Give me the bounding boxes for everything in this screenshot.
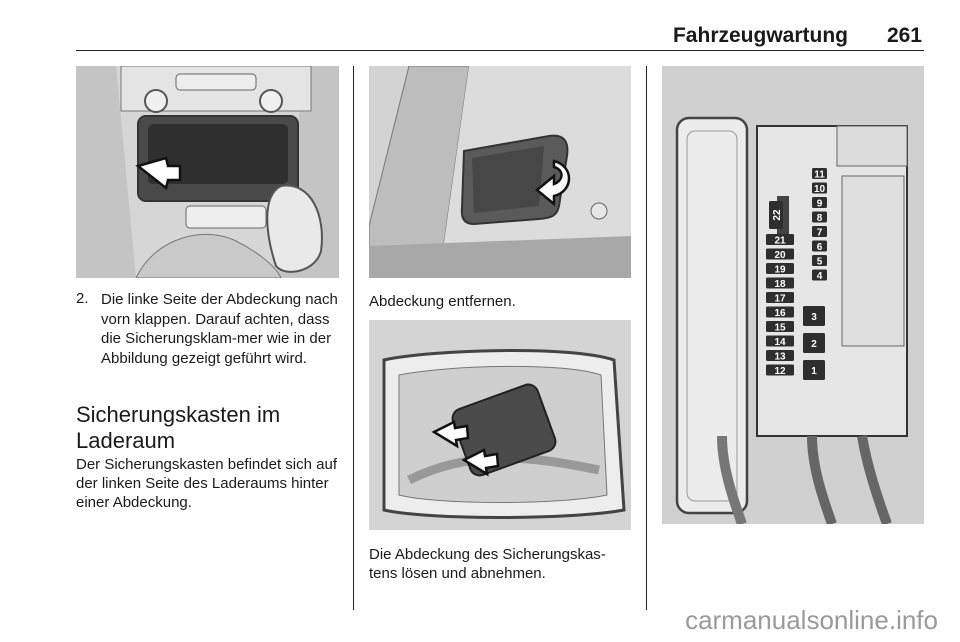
svg-text:3: 3 [811, 312, 817, 323]
svg-text:9: 9 [817, 199, 823, 210]
fuse-14: 14 [766, 335, 794, 348]
fuse-16: 16 [766, 306, 794, 319]
fuse-3: 3 [803, 306, 825, 326]
svg-text:18: 18 [774, 279, 786, 290]
step-number: 2. [76, 290, 89, 307]
fuse-6: 6 [812, 240, 827, 253]
caption-remove-cover: Abdeckung entfernen. [369, 293, 516, 310]
svg-text:15: 15 [774, 323, 786, 334]
cargo-cover-svg [369, 66, 631, 278]
svg-text:11: 11 [814, 170, 825, 181]
svg-text:1: 1 [811, 366, 817, 377]
center-console-illustration [76, 66, 339, 278]
fuse-5: 5 [812, 255, 827, 268]
fuse-17: 17 [766, 292, 794, 305]
fuse-12: 12 [766, 364, 794, 377]
svg-text:22: 22 [772, 209, 783, 221]
svg-text:21: 21 [774, 236, 786, 247]
watermark: carmanualsonline.info [685, 605, 938, 635]
fuse-19: 19 [766, 263, 794, 276]
fuse-18: 18 [766, 277, 794, 290]
section-body: Der Sicherungskasten befindet sich auf d… [76, 456, 337, 511]
header-rule [76, 50, 924, 51]
section-heading: Sicherungskasten im Laderaum [76, 402, 281, 453]
fuse-9: 9 [812, 197, 827, 210]
svg-text:2: 2 [811, 339, 817, 350]
fuse-7: 7 [812, 226, 827, 239]
svg-text:6: 6 [817, 242, 823, 253]
fuse-2: 2 [803, 333, 825, 353]
fuse-21: 21 [766, 234, 794, 247]
center-console-svg [76, 66, 339, 278]
svg-text:16: 16 [774, 308, 786, 319]
svg-text:13: 13 [774, 352, 786, 363]
cargo-cover-illustration [369, 66, 631, 278]
fuse-15: 15 [766, 321, 794, 334]
svg-text:12: 12 [774, 366, 786, 377]
fuse-22: 22 [769, 201, 783, 229]
right-fuse-column: 11 10 9 8 7 6 5 4 3 2 1 [803, 168, 827, 380]
chapter-title: Fahrzeugwartung [672, 24, 848, 47]
fuse-box-cover-illustration [369, 320, 631, 530]
svg-text:14: 14 [774, 337, 786, 348]
fuse-8: 8 [812, 211, 827, 224]
fuse-10: 10 [812, 182, 827, 195]
fuse-4: 4 [812, 269, 827, 282]
caption-release-fuse-cover: Die Abdeckung des Sicherungskas-tens lös… [369, 546, 606, 582]
fuse-1: 1 [803, 360, 825, 380]
step-text: Die linke Seite der Abdeckung nach vorn … [101, 291, 338, 367]
fuse-20: 20 [766, 248, 794, 261]
svg-text:7: 7 [817, 228, 823, 239]
svg-text:5: 5 [817, 257, 823, 268]
svg-text:10: 10 [814, 184, 826, 195]
fuse-11: 11 [812, 168, 827, 181]
svg-text:17: 17 [774, 294, 786, 305]
fuse-13: 13 [766, 350, 794, 363]
svg-text:4: 4 [817, 271, 823, 282]
fuse-box-cover-svg [369, 320, 631, 530]
svg-text:20: 20 [774, 250, 786, 261]
column-divider-right [646, 66, 647, 610]
page-number: 261 [886, 24, 922, 47]
left-fuse-column: 22 21 20 19 18 17 16 15 14 13 12 [766, 201, 794, 377]
svg-text:8: 8 [817, 213, 823, 224]
svg-text:19: 19 [774, 265, 786, 276]
column-divider-left [353, 66, 354, 610]
